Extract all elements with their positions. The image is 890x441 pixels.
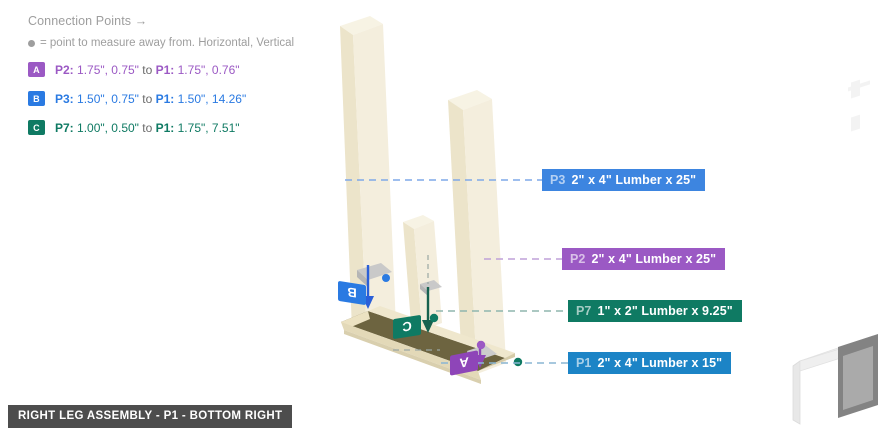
connection-from-part-c: P7:: [55, 120, 74, 135]
connection-from-value-a: 1.75", 0.75": [73, 62, 143, 77]
connection-arrow-c: [422, 287, 434, 333]
part-label-p7-id: P7: [576, 304, 592, 318]
connection-text-a: P2: 1.75", 0.75" to P1: 1.75", 0.76": [55, 64, 240, 76]
part-label-p2-text: 2" x 4" Lumber x 25": [591, 252, 717, 266]
connection-from-value-c: 1.00", 0.50": [73, 120, 143, 135]
connection-text-c: P7: 1.00", 0.50" to P1: 1.75", 7.51": [55, 122, 240, 134]
lumber-piece-p1: [341, 306, 515, 384]
part-label-p1[interactable]: P1 2" x 4" Lumber x 15": [568, 352, 732, 374]
scene-marker-b[interactable]: B: [338, 280, 366, 306]
part-label-p3[interactable]: P3 2" x 4" Lumber x 25": [542, 169, 706, 191]
connection-joiner-a: to: [142, 62, 156, 77]
scene-marker-c[interactable]: C: [393, 314, 421, 340]
connection-plate-b: [357, 263, 392, 287]
origin-dot-a2: [513, 357, 523, 367]
connection-to-value-c: 1.75", 7.51": [174, 120, 240, 135]
connection-badge-b: B: [28, 91, 45, 106]
panel-title: Connection Points →: [28, 14, 148, 28]
connection-points-panel: Connection Points → = point to measure a…: [28, 14, 348, 149]
connection-badge-a: A: [28, 62, 45, 77]
measure-origin-dot-icon: [28, 39, 35, 47]
part-label-p1-text: 2" x 4" Lumber x 15": [597, 356, 723, 370]
connection-to-part-a: P1:: [155, 62, 175, 77]
assembly-step-title: RIGHT LEG ASSEMBLY - P1 - BOTTOM RIGHT: [8, 405, 293, 428]
part-label-p2-id: P2: [570, 252, 586, 266]
connection-plate-c: [420, 280, 442, 296]
lumber-piece-p7: [403, 215, 442, 330]
panel-subtitle: = point to measure away from. Horizontal…: [28, 37, 348, 49]
connection-to-value-a: 1.75", 0.76": [174, 62, 240, 77]
connection-row-a[interactable]: A P2: 1.75", 0.75" to P1: 1.75", 0.76": [28, 62, 348, 77]
part-label-p7[interactable]: P7 1" x 2" Lumber x 9.25": [568, 300, 742, 322]
origin-dot-b: [382, 274, 390, 282]
scene-marker-a[interactable]: A: [450, 350, 478, 376]
connection-badge-c: C: [28, 120, 45, 135]
connection-joiner-c: to: [142, 120, 156, 135]
connection-row-b[interactable]: B P3: 1.50", 0.75" to P1: 1.50", 14.26": [28, 91, 348, 106]
panel-subtitle-text: = point to measure away from. Horizontal…: [40, 37, 295, 49]
part-label-p2[interactable]: P2 2" x 4" Lumber x 25": [562, 248, 726, 270]
plan-logo-watermark: [792, 79, 878, 425]
connection-from-part-a: P2:: [55, 62, 74, 77]
part-label-p3-id: P3: [550, 173, 566, 187]
connection-row-c[interactable]: C P7: 1.00", 0.50" to P1: 1.75", 7.51": [28, 120, 348, 135]
connection-from-value-b: 1.50", 0.75": [73, 91, 143, 106]
connection-to-part-c: P1:: [155, 120, 175, 135]
origin-dot-c: [429, 313, 439, 323]
part-label-p7-text: 1" x 2" Lumber x 9.25": [597, 304, 733, 318]
connection-text-b: P3: 1.50", 0.75" to P1: 1.50", 14.26": [55, 93, 246, 105]
scene-marker-c-label: C: [402, 318, 412, 336]
connection-to-value-b: 1.50", 14.26": [174, 91, 247, 106]
scene-marker-a-label: A: [459, 354, 469, 372]
connection-to-part-b: P1:: [155, 91, 175, 106]
connection-joiner-b: to: [142, 91, 156, 106]
part-label-p1-id: P1: [576, 356, 592, 370]
connection-from-part-b: P3:: [55, 91, 74, 106]
scene-marker-b-label: B: [347, 284, 357, 302]
origin-dot-a: [476, 340, 486, 350]
lumber-piece-p2: [448, 90, 506, 374]
part-label-p3-text: 2" x 4" Lumber x 25": [571, 173, 697, 187]
